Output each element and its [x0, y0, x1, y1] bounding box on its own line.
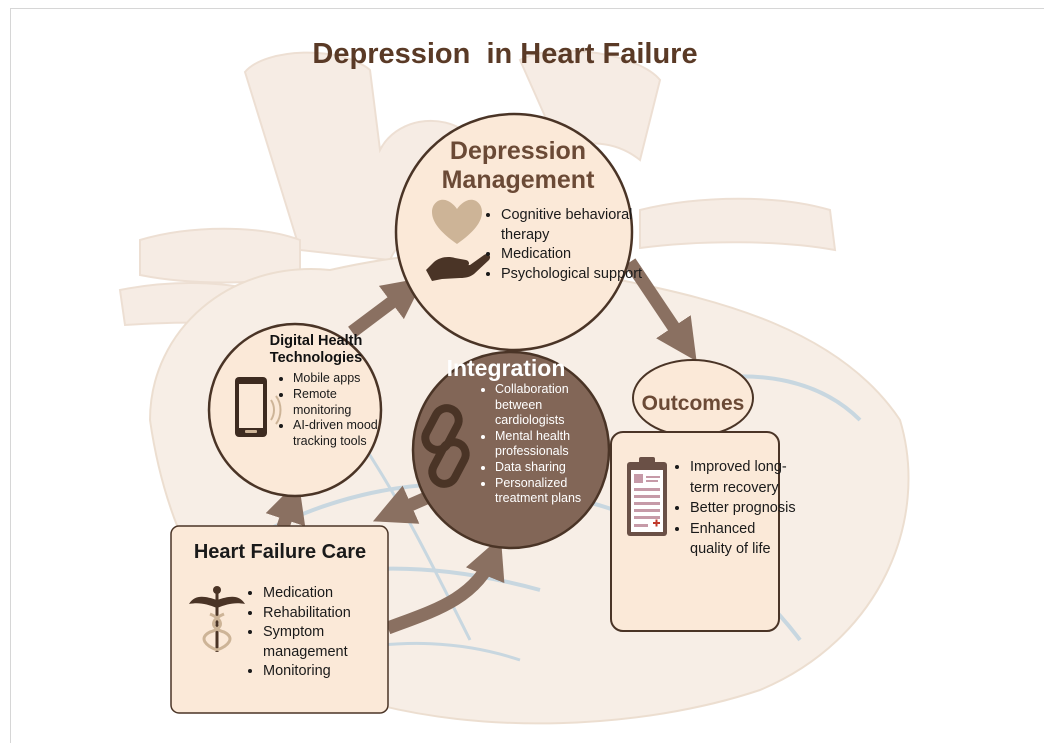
list-item: Psychological support — [501, 265, 651, 285]
outcomes-list: Improved long-term recovery Better progn… — [672, 457, 800, 560]
outcomes-title: Outcomes — [641, 392, 745, 415]
list-item: Better prognosis — [690, 498, 800, 519]
list-item: Mobile apps — [293, 371, 393, 387]
caduceus-icon — [189, 586, 245, 652]
arrow-hfcare-to-integration — [385, 536, 505, 635]
digital-health-title: Digital Health Technologies — [246, 333, 386, 366]
depression-management-title: Depression Management — [400, 137, 636, 195]
list-item: Medication — [263, 584, 403, 604]
list-item: Enhanced quality of life — [690, 519, 800, 560]
arrow-digital-to-depression — [348, 277, 425, 338]
arrow-depression-to-outcomes — [624, 258, 697, 362]
list-item: Rehabilitation — [263, 604, 403, 624]
heart-failure-care-title: Heart Failure Care — [193, 541, 367, 563]
heart-failure-care-list: Medication Rehabilitation Symptom manage… — [245, 584, 403, 682]
figure-frame — [10, 8, 1044, 743]
depression-management-title-line1: Depression — [449, 137, 587, 165]
list-item: Improved long-term recovery — [690, 457, 800, 498]
digital-health-title-line1: Digital Health — [269, 333, 363, 349]
chain-link-icon — [421, 404, 470, 488]
digital-health-node — [207, 322, 383, 498]
list-item: Monitoring — [263, 662, 403, 682]
list-item: Medication — [501, 245, 651, 265]
depression-management-title-line2: Management — [441, 165, 595, 194]
list-item: Symptom management — [263, 623, 403, 662]
smartphone-icon — [235, 377, 282, 437]
diagram-title: Depression in Heart Failure — [312, 38, 698, 70]
heart-failure-care-box — [170, 525, 389, 714]
digital-health-title-line2: Technologies — [269, 349, 363, 366]
list-item: AI-driven mood tracking tools — [293, 418, 393, 450]
list-item: Data sharing — [495, 460, 615, 476]
list-item: Collaboration between cardiologists — [495, 382, 615, 429]
integration-title: Integration — [446, 355, 566, 381]
integration-node — [411, 350, 611, 550]
list-item: Personalized treatment plans — [495, 476, 615, 507]
list-item: Cognitive behavioral therapy — [501, 206, 651, 245]
digital-health-list: Mobile apps Remote monitoring AI-driven … — [275, 371, 393, 450]
arrow-hfcare-to-digital — [265, 480, 306, 530]
clipboard-icon — [627, 457, 667, 536]
heart-hand-icon — [426, 199, 491, 281]
depression-management-node — [394, 112, 634, 352]
integration-list: Collaboration between cardiologists Ment… — [477, 382, 615, 507]
list-item: Remote monitoring — [293, 387, 393, 419]
depression-management-list: Cognitive behavioral therapy Medication … — [483, 206, 651, 284]
list-item: Mental health professionals — [495, 429, 615, 460]
